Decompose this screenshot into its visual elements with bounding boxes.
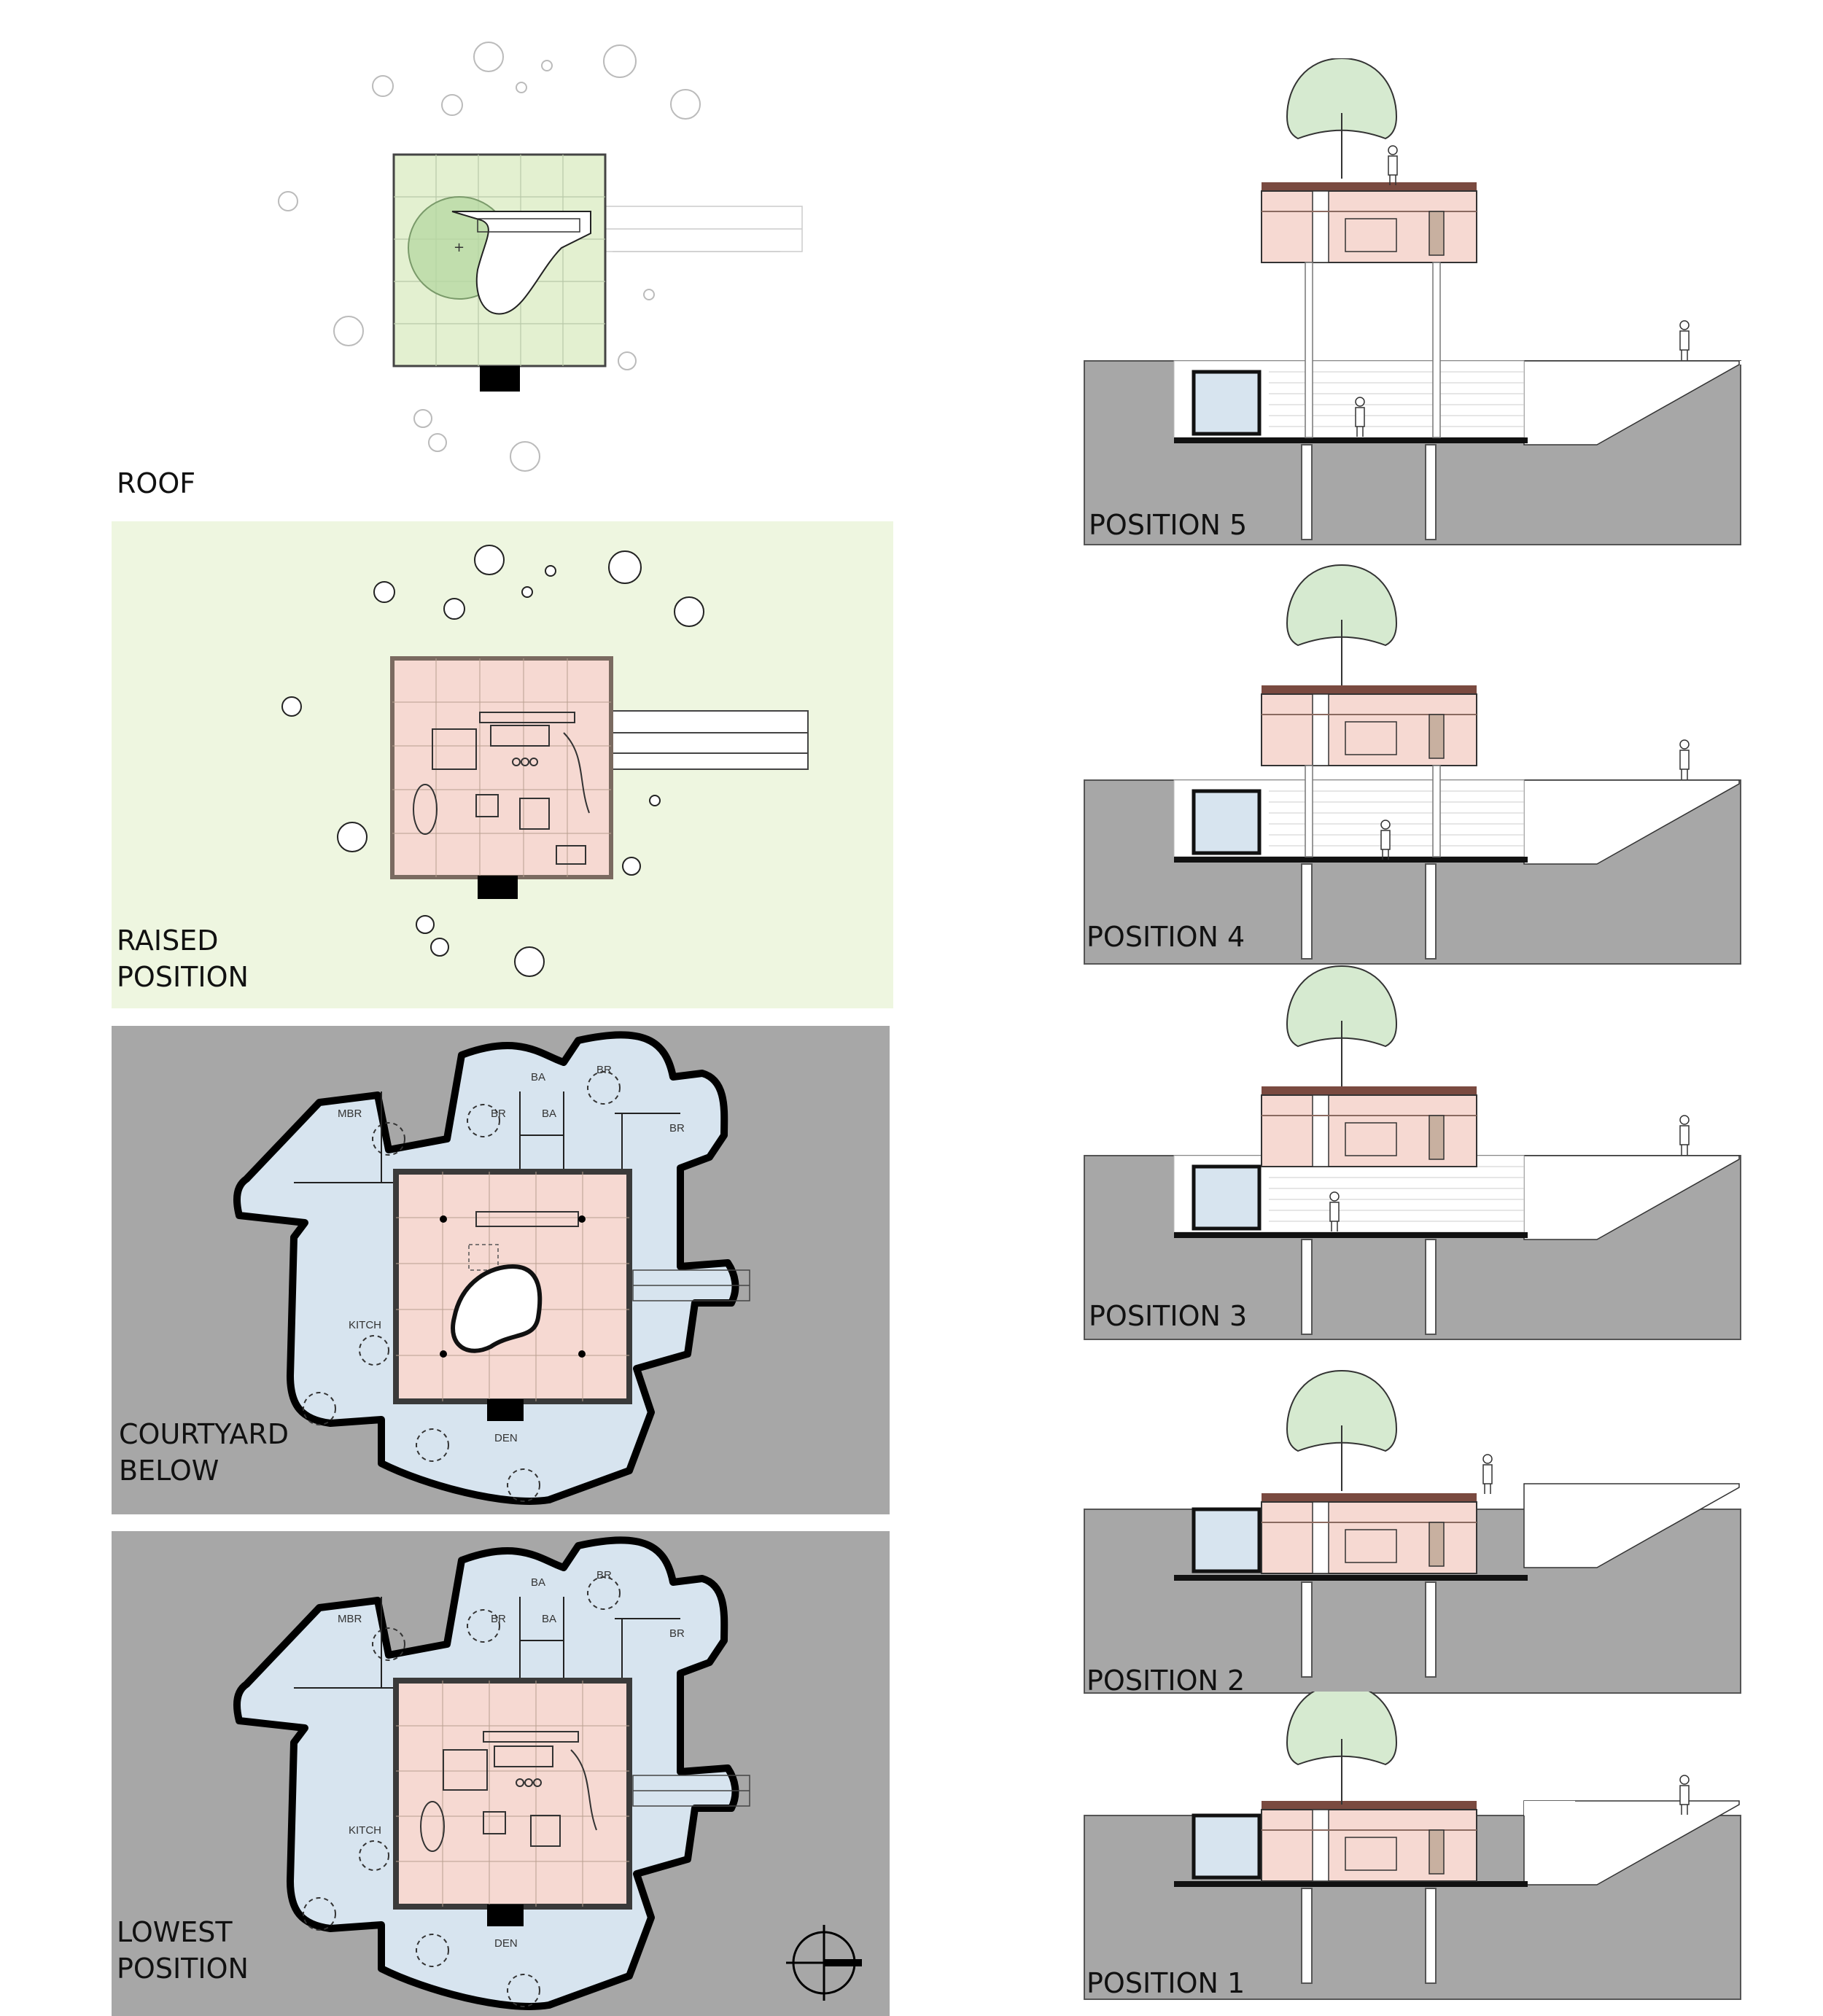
section-2-house xyxy=(1261,1492,1477,1574)
section-2-person-ground xyxy=(1482,1454,1493,1495)
raised-trees xyxy=(281,545,704,977)
section-3-basement-room xyxy=(1192,1164,1262,1231)
section-3-person-ground xyxy=(1679,1115,1690,1156)
courtyard-plan-drawing: MBR BR BR BR BA BA KITCH DEN xyxy=(233,1031,750,1505)
courtyard-room-ba-2: BA xyxy=(542,1108,556,1120)
raised-chimney xyxy=(478,876,518,899)
section-5-basement-room xyxy=(1192,370,1262,436)
section-position-4: POSITION 4 xyxy=(1065,561,1757,970)
roof-plan-drawing: + xyxy=(278,42,803,472)
section-1-tree xyxy=(1286,1692,1397,1805)
section-3-label: POSITION 3 xyxy=(1089,1300,1248,1332)
raised-position-plan: RAISED POSITION xyxy=(112,521,893,1008)
roof-trees xyxy=(278,42,701,472)
roof-label: ROOF xyxy=(117,467,196,499)
raised-house-floor xyxy=(390,656,613,879)
section-5-person-roof xyxy=(1388,145,1398,186)
section-5-label: POSITION 5 xyxy=(1089,509,1248,541)
section-position-5: POSITION 5 xyxy=(1065,58,1757,554)
section-3-house xyxy=(1261,1086,1477,1167)
lowest-room-ba-2: BA xyxy=(542,1613,556,1625)
courtyard-label-line1: COURTYARD xyxy=(119,1418,289,1450)
section-1-house xyxy=(1261,1800,1477,1882)
courtyard-room-kitch: KITCH xyxy=(349,1319,381,1331)
courtyard-columns xyxy=(440,1215,586,1358)
section-2-tree xyxy=(1286,1370,1397,1492)
section-4-tree xyxy=(1286,564,1397,686)
section-5-tree xyxy=(1286,58,1397,179)
roof-opening xyxy=(451,211,591,315)
courtyard-chimney xyxy=(487,1399,524,1421)
lowest-room-kitch: KITCH xyxy=(349,1824,381,1837)
lowest-room-br-1: BR xyxy=(491,1613,506,1625)
section-position-1: POSITION 1 xyxy=(1065,1692,1757,2005)
lowest-furniture xyxy=(420,1731,597,1852)
section-4-label: POSITION 4 xyxy=(1087,921,1245,953)
lowest-plan-drawing: MBR BR BR BR BA BA KITCH DEN xyxy=(233,1536,862,2010)
section-1-basement-room xyxy=(1192,1813,1262,1880)
section-2-label: POSITION 2 xyxy=(1087,1665,1245,1697)
courtyard-opening xyxy=(451,1264,543,1353)
courtyard-room-br-3: BR xyxy=(669,1122,685,1135)
lowest-room-ba-1: BA xyxy=(531,1576,545,1589)
courtyard-fixtures xyxy=(303,1071,621,1502)
roof-chimney xyxy=(480,366,520,392)
lowest-room-den: DEN xyxy=(494,1937,518,1950)
lowest-fixtures xyxy=(303,1576,621,2007)
lowest-ramp xyxy=(632,1775,750,1807)
courtyard-room-ba-1: BA xyxy=(531,1071,545,1083)
raised-label-line1: RAISED xyxy=(117,925,219,957)
lowest-room-br-2: BR xyxy=(596,1569,612,1581)
section-4-basement-room xyxy=(1192,789,1262,855)
roof-ramp xyxy=(605,206,803,252)
courtyard-below-plan: MBR BR BR BR BA BA KITCH DEN COURTYARD B… xyxy=(112,1026,890,1514)
courtyard-room-br-2: BR xyxy=(596,1064,612,1076)
lowest-room-mbr: MBR xyxy=(338,1613,362,1625)
courtyard-room-br-1: BR xyxy=(491,1108,506,1120)
courtyard-ramp xyxy=(632,1269,750,1301)
section-3-tree xyxy=(1286,965,1397,1087)
section-1-label: POSITION 1 xyxy=(1087,1967,1245,1999)
svg-text:+: + xyxy=(454,240,465,255)
lowest-position-plan: MBR BR BR BR BA BA KITCH DEN LOWEST POSI… xyxy=(112,1531,890,2016)
section-position-3: POSITION 3 xyxy=(1065,962,1757,1349)
section-2-basement-room xyxy=(1192,1507,1262,1573)
section-position-2: POSITION 2 xyxy=(1065,1342,1757,1706)
section-5-house xyxy=(1261,182,1477,263)
roof-plan: + ROOF xyxy=(109,29,882,499)
courtyard-room-den: DEN xyxy=(494,1432,518,1444)
courtyard-room-mbr: MBR xyxy=(338,1108,362,1120)
lowest-grid xyxy=(396,1681,629,1907)
section-5-person-ground xyxy=(1679,320,1690,361)
section-4-person-ground xyxy=(1679,739,1690,780)
courtyard-label-line2: BELOW xyxy=(119,1455,219,1487)
lowest-chimney xyxy=(487,1904,524,1926)
lowest-room-br-3: BR xyxy=(669,1627,685,1640)
north-arrow-icon xyxy=(786,1925,862,2001)
lowest-label-line2: POSITION xyxy=(117,1953,249,1985)
raised-label-line2: POSITION xyxy=(117,961,249,993)
raised-ramp xyxy=(610,710,809,770)
section-4-house xyxy=(1261,685,1477,766)
raised-plan-drawing xyxy=(281,545,809,977)
raised-furniture xyxy=(413,712,590,865)
lowest-house-floor xyxy=(393,1678,632,1910)
lowest-label-line1: LOWEST xyxy=(117,1916,233,1948)
